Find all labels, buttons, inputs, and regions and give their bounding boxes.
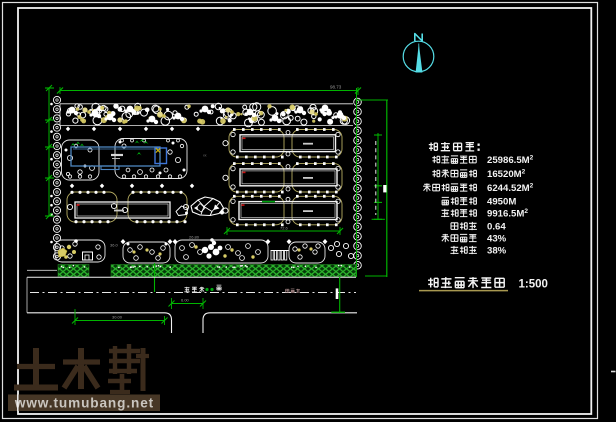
svg-text:6.00: 6.00: [181, 298, 190, 303]
svg-text:72.6: 72.6: [280, 226, 289, 231]
svg-text:www.tumubang.net: www.tumubang.net: [14, 396, 154, 411]
svg-text:25986.5M2: 25986.5M2: [487, 155, 534, 167]
svg-text:0.64: 0.64: [487, 222, 506, 233]
svg-text:36.0: 36.0: [110, 243, 119, 248]
svg-text:38%: 38%: [487, 246, 507, 257]
svg-text:xx: xx: [203, 154, 207, 158]
svg-text:30.00: 30.00: [112, 315, 123, 320]
svg-text:4950M: 4950M: [487, 197, 516, 208]
svg-text:43%: 43%: [487, 234, 507, 245]
svg-text:26.80: 26.80: [189, 235, 200, 240]
svg-text:9916.5M2: 9916.5M2: [487, 208, 528, 220]
svg-text:6244.52M2: 6244.52M2: [487, 183, 534, 195]
svg-text:1:500: 1:500: [519, 279, 548, 291]
svg-text:98.73: 98.73: [330, 85, 342, 90]
svg-text:16520M2: 16520M2: [487, 169, 526, 181]
